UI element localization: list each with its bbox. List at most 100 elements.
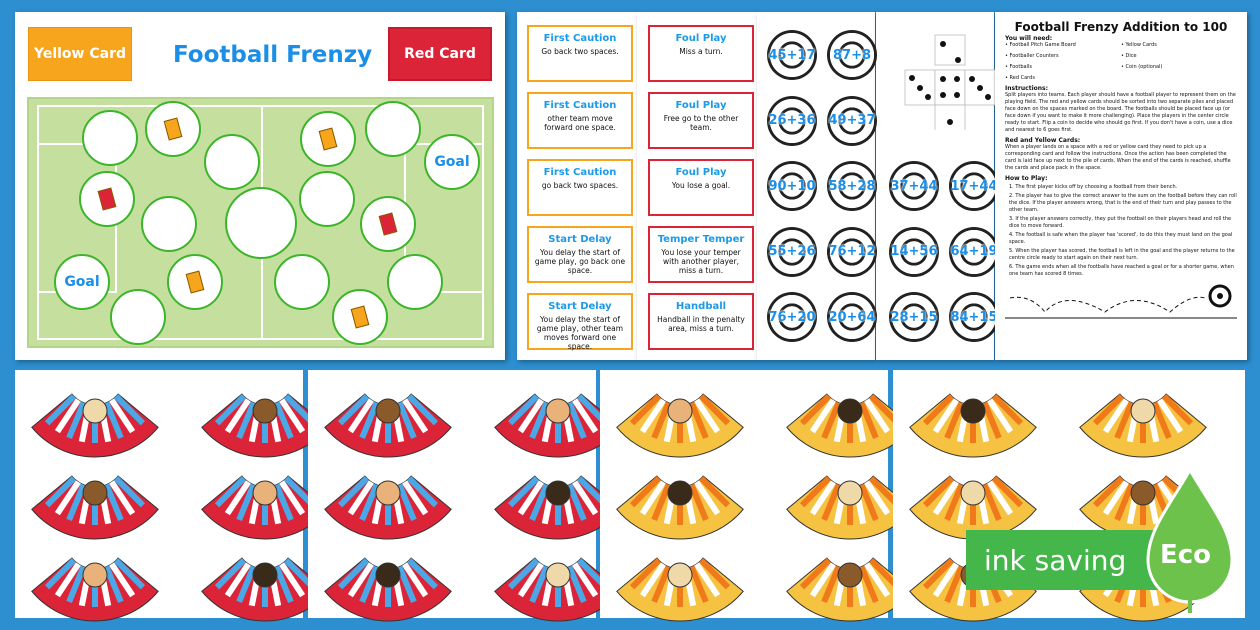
sum-label: 17+44	[950, 178, 998, 194]
card-title: First Caution	[543, 100, 617, 111]
need-item: • Dice	[1121, 53, 1137, 59]
football-sum: 64+19	[949, 226, 999, 277]
step: 5. When the player has scored, the footb…	[1009, 248, 1235, 261]
board-space	[299, 171, 355, 227]
board-title: Football Frenzy	[173, 42, 373, 68]
sum-label: 20+64	[828, 309, 876, 325]
footballer-counter	[616, 557, 744, 622]
football-sum: 58+28	[827, 161, 877, 211]
card-title: Start Delay	[548, 301, 612, 312]
sum-label: 87+8	[832, 47, 872, 63]
step: 6. The game ends when all the footballs …	[1009, 264, 1234, 277]
card-title: Start Delay	[548, 234, 612, 245]
football-sum: 28+15	[889, 292, 939, 342]
instructions-title: Football Frenzy Addition to 100	[1014, 20, 1228, 34]
footballer-counter	[201, 393, 329, 458]
sum-label: 45+17	[768, 47, 816, 63]
instructions-page: Football Frenzy Addition to 100 You will…	[995, 12, 1247, 360]
card-title: Foul Play	[675, 167, 727, 178]
football-sum: 14+56	[889, 226, 939, 277]
football-sum: 76+20	[767, 292, 817, 342]
football-sum: 49+37	[827, 95, 877, 146]
footballer-counter	[909, 393, 1037, 458]
footballer-counter	[201, 557, 329, 622]
instructions-heading: Instructions:	[1005, 85, 1049, 92]
red-card-label: Red Card	[388, 27, 492, 81]
card-text: You delay the start of game play, go bac…	[534, 248, 626, 275]
instructions-text: Split players into teams. Each player sh…	[1005, 92, 1236, 133]
card-text: You lose a goal.	[671, 181, 731, 190]
board-space	[82, 110, 138, 166]
need-item: • Football Pitch Game Board	[1005, 42, 1076, 48]
board-space	[167, 254, 223, 310]
football-sum: 37+44	[889, 161, 939, 211]
need-item: • Footballer Counters	[1005, 53, 1059, 59]
sum-label: 64+19	[950, 244, 998, 259]
goal-space: Goal	[424, 134, 480, 190]
cards-text: When a player lands on a space with a re…	[1005, 144, 1231, 171]
step: 1. The first player kicks off by choosin…	[1009, 184, 1178, 190]
card-title: Handball	[675, 301, 727, 312]
board-space	[332, 289, 388, 345]
sum-label: 76+20	[768, 309, 816, 325]
board-space	[79, 171, 135, 227]
board-space	[141, 196, 197, 252]
football-sum: 87+8	[827, 30, 877, 80]
board-space	[225, 187, 297, 259]
sum-label: 26+36	[768, 113, 816, 128]
footballer-counter	[494, 393, 622, 458]
footballer-counter	[616, 475, 744, 540]
ink-saving-label: ink saving	[984, 543, 1127, 577]
sum-label: 37+44	[890, 178, 938, 194]
footballer-counter	[31, 557, 159, 622]
yellow-card-label: Yellow Card	[28, 27, 132, 81]
footballer-counter	[616, 393, 744, 458]
sum-label: 76+12	[828, 244, 876, 259]
need-heading: You will need:	[1005, 35, 1053, 42]
goal-label: Goal	[64, 274, 100, 290]
play-heading: How to Play:	[1005, 175, 1048, 182]
football-sum: 90+10	[767, 161, 817, 211]
footballer-counter	[909, 475, 1037, 540]
footballer-counter	[494, 475, 622, 540]
football-sum: 45+17	[767, 30, 817, 80]
step: 4. The football is safe when the player …	[1009, 232, 1233, 245]
footballer-counter	[1079, 393, 1207, 458]
card-title: Foul Play	[675, 33, 727, 44]
footballer-counter	[201, 475, 329, 540]
football-sum: 76+12	[827, 226, 877, 277]
sum-label: 49+37	[828, 113, 876, 128]
board-space	[360, 196, 416, 252]
card-text: Go back two spaces.	[541, 47, 619, 56]
eco-label: Eco	[1160, 540, 1212, 570]
need-item: • Coin (optional)	[1121, 64, 1163, 70]
footballer-counter	[786, 393, 914, 458]
goal-label: Goal	[434, 154, 470, 170]
need-item: • Footballs	[1005, 64, 1032, 70]
football-sum: 17+44	[949, 161, 999, 211]
footballer-counter	[324, 475, 452, 540]
board-space	[204, 134, 260, 190]
dice-net	[904, 34, 996, 130]
footballer-counter	[494, 557, 622, 622]
sum-label: 55+26	[768, 244, 816, 259]
card-title: Temper Temper	[657, 234, 745, 245]
board-space	[145, 101, 201, 157]
card-text: Free go to the other team.	[663, 114, 739, 132]
need-item: • Yellow Cards	[1121, 42, 1157, 48]
goal-space: Goal	[54, 254, 110, 310]
sum-label: 90+10	[768, 178, 816, 194]
step: 3. If the player answers correctly, they…	[1009, 216, 1232, 229]
footballer-counter	[786, 475, 914, 540]
board-space	[110, 289, 166, 345]
card-text: go back two spaces.	[541, 181, 619, 190]
ink-saving-badge: ink saving	[966, 530, 1166, 590]
